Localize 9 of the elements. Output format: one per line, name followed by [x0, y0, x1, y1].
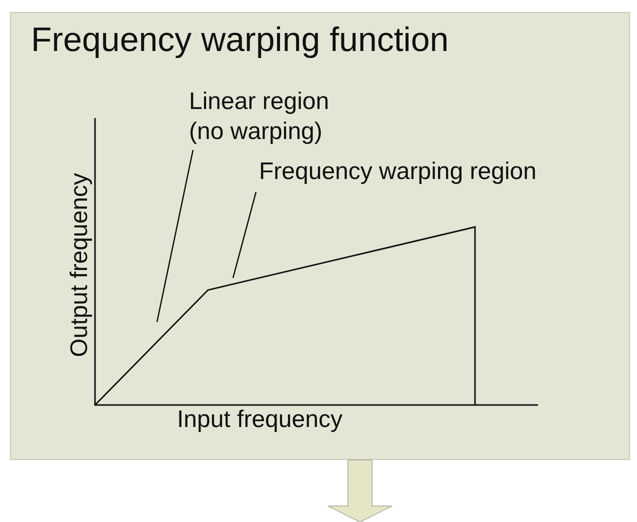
leader-line [232, 192, 257, 278]
axis-label: Input frequency [177, 405, 342, 435]
leader-line [156, 150, 194, 322]
region-label: Frequency warping region [259, 157, 629, 187]
axis-label: Output frequency [65, 172, 94, 358]
region-label: Linear region (no warping) [189, 87, 349, 147]
panel [10, 12, 630, 460]
block-arrow [328, 460, 392, 522]
title: Frequency warping function [31, 21, 449, 60]
